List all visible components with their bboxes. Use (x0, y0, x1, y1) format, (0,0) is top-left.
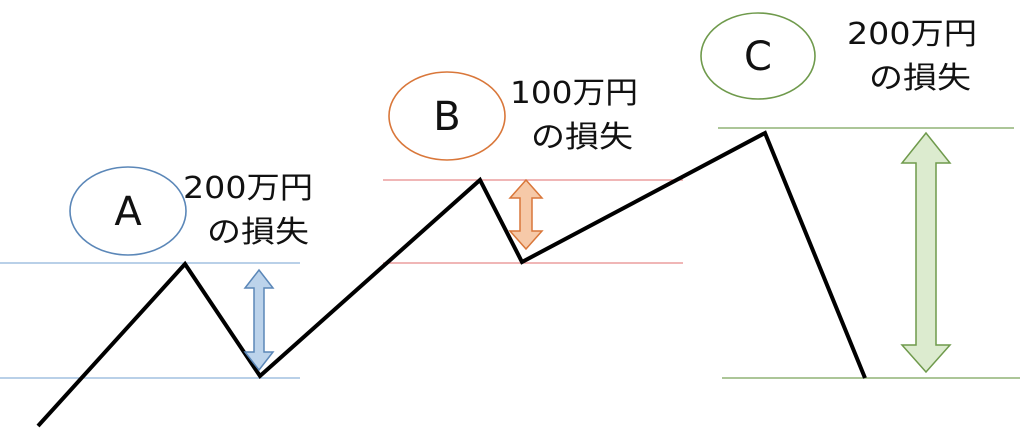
zone-b-loss-word: の損失 (531, 120, 633, 155)
zone-b-loss-amount: 100万円 (510, 76, 638, 111)
zone-b-marker: B (388, 71, 506, 161)
zone-a-loss-amount: 200万円 (183, 171, 313, 206)
zone-b-circle (388, 71, 506, 161)
zone-c-loss-label: 200万円 の損失 (847, 17, 977, 96)
zone-c-loss-amount: 200万円 (847, 17, 977, 52)
zone-a-loss-arrow (243, 268, 275, 372)
zone-c-loss-word: の損失 (869, 61, 971, 96)
zone-b-loss-arrow (508, 178, 544, 251)
zone-c-marker: C (700, 12, 816, 100)
zone-b-loss-label: 100万円 の損失 (510, 76, 638, 155)
zone-c-letter: C (744, 34, 772, 80)
zone-a-loss-label: 200万円 の損失 (183, 171, 313, 250)
zone-b-letter: B (433, 94, 460, 140)
zone-c-circle (700, 12, 816, 100)
zone-c-loss-arrow (900, 131, 952, 374)
zone-a-marker: A (69, 166, 187, 256)
zone-a-letter: A (114, 189, 142, 235)
zone-a-loss-word: の損失 (207, 215, 309, 250)
zone-a-circle (69, 166, 187, 256)
price-line (36, 130, 867, 428)
